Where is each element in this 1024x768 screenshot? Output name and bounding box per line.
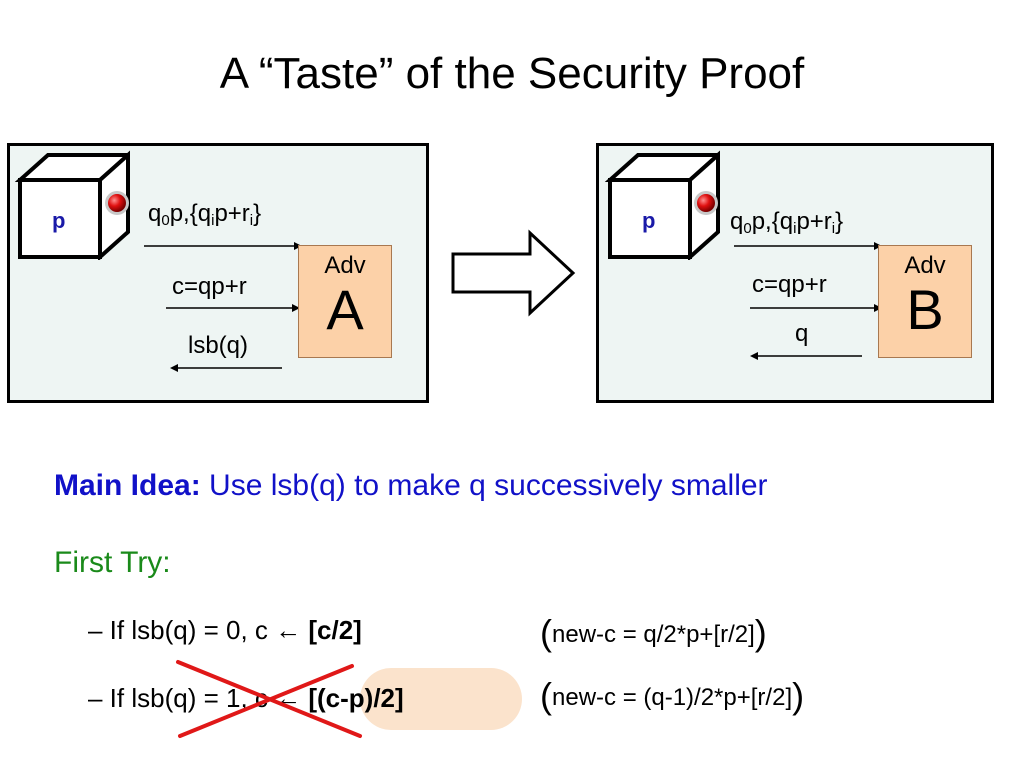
adversary-b-label: Adv [904, 252, 946, 279]
right-message-ciphertext: c=qp+r [752, 271, 827, 298]
right-arrow-2 [750, 304, 882, 312]
left-message-public-key: q0p,{qip+ri} [148, 200, 262, 229]
case-lsb-zero-note: (new-c = q/2*p+[r/2]) [540, 612, 767, 653]
slide-title: A “Taste” of the Security Proof [219, 49, 805, 98]
result-highlight [360, 668, 522, 730]
main-idea-label: Main Idea: [54, 469, 201, 502]
left-arrow-2 [166, 304, 300, 312]
right-cube-label: p [642, 208, 656, 233]
left-message-lsb: lsb(q) [188, 332, 249, 359]
right-cube-icon [604, 150, 720, 260]
left-arrow-3 [170, 364, 282, 372]
left-arrow-1 [144, 242, 302, 250]
right-red-button-icon [694, 191, 718, 215]
right-arrow-1 [734, 242, 882, 250]
main-idea: Main Idea: Use lsb(q) to make q successi… [54, 468, 768, 504]
case-lsb-one-result: [(c-p)/2] [308, 683, 404, 713]
case-lsb-one-note: (new-c = (q-1)/2*p+[r/2]) [540, 675, 805, 716]
adversary-b-box: Adv B [878, 245, 972, 358]
case-lsb-zero-result: [c/2] [308, 615, 362, 645]
reduction-arrow-icon [451, 229, 576, 317]
right-message-q: q [795, 320, 809, 347]
adversary-b-letter: B [906, 278, 944, 341]
main-idea-text: Use lsb(q) to make q successively smalle… [209, 469, 768, 502]
red-cross-icon [176, 660, 362, 738]
adversary-a-box: Adv A [298, 245, 392, 358]
left-cube-icon [14, 150, 130, 260]
adversary-a-label: Adv [324, 252, 366, 279]
adversary-a-letter: A [326, 278, 364, 341]
case-lsb-zero: – If lsb(q) = 0, c ← [c/2] [88, 614, 362, 646]
left-red-button-icon [105, 191, 129, 215]
left-cube-label: p [52, 208, 66, 233]
left-message-ciphertext: c=qp+r [172, 273, 247, 300]
right-arrow-3 [750, 352, 862, 360]
first-try-heading: First Try: [54, 546, 171, 579]
case-lsb-zero-text: – If lsb(q) = 0, c ← [88, 615, 309, 645]
right-message-public-key: q0p,{qip+ri} [730, 208, 844, 237]
